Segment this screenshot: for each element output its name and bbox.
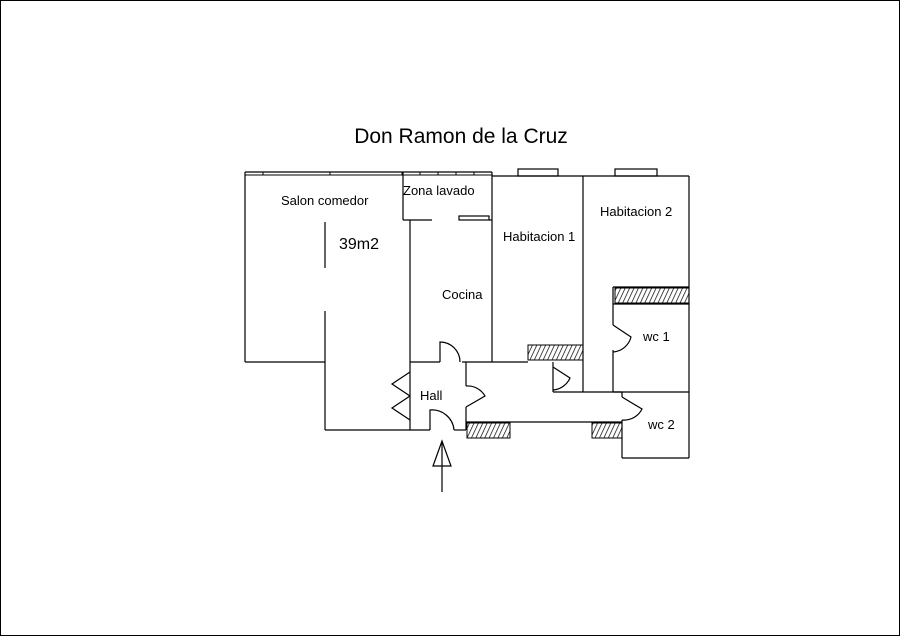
zona-lavado-walls <box>402 172 492 221</box>
room-label-salon: Salon comedor <box>281 193 369 208</box>
cocina-walls <box>409 172 528 430</box>
room-label-wc1: wc 1 <box>643 329 670 344</box>
salon-walls <box>244 171 492 431</box>
habitacion1-walls <box>492 168 584 362</box>
room-area-salon: 39m2 <box>339 236 380 253</box>
wc1-walls <box>612 303 689 393</box>
hatched-fixtures <box>466 287 690 439</box>
room-label-wc2: wc 2 <box>648 417 675 432</box>
room-label-hall: Hall <box>420 388 443 403</box>
room-label-zona-lavado: Zona lavado <box>403 183 475 198</box>
arrow-up-icon <box>432 439 452 492</box>
top-wall-marks <box>245 172 492 176</box>
room-label-cocina: Cocina <box>442 287 483 302</box>
room-label-habitacion1: Habitacion 1 <box>503 229 576 244</box>
plan-title: Don Ramon de la Cruz <box>354 125 568 148</box>
hall-walls <box>390 371 486 431</box>
corridor-walls <box>465 362 622 423</box>
habitacion2-walls <box>582 168 690 458</box>
room-label-habitacion2: Habitacion 2 <box>600 204 673 219</box>
